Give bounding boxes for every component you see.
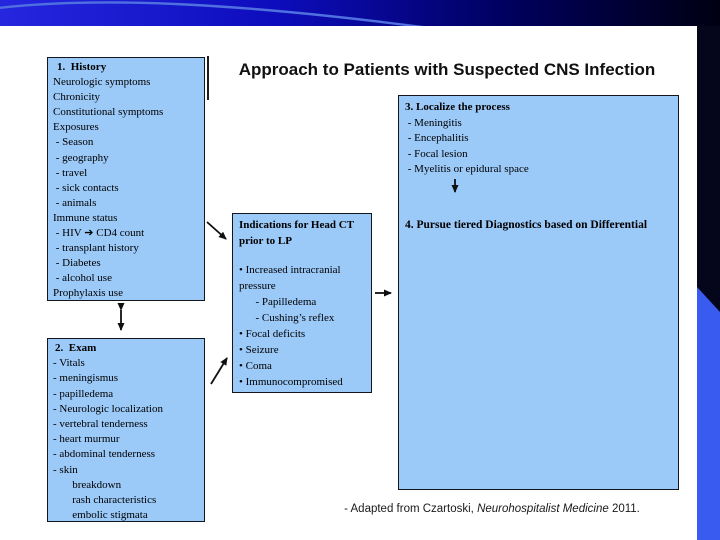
- head-ct-box-lines: • Increased intracranial pressure - Papil…: [239, 262, 368, 390]
- text-line: Immune status: [53, 211, 118, 224]
- text-line: - Focal lesion: [405, 147, 468, 160]
- text-line: - skin: [53, 463, 78, 476]
- text-line: Exposures: [53, 121, 99, 134]
- text-line: • Focal deficits: [239, 328, 306, 340]
- text-line: - Season: [53, 136, 94, 149]
- right-edge-stripe: [697, 0, 720, 540]
- text-line: - sick contacts: [53, 181, 119, 194]
- text-line: • Increased intracranial: [239, 264, 341, 276]
- text-line: - Meningitis: [405, 116, 462, 129]
- text-line: - Papilledema: [239, 296, 317, 308]
- page-title: Approach to Patients with Suspected CNS …: [238, 60, 656, 79]
- history-box-title: 1. History: [57, 61, 107, 73]
- text-line: - heart murmur: [53, 433, 120, 446]
- text-line: - meningismus: [53, 372, 119, 385]
- text-line: • Coma: [239, 360, 272, 372]
- text-line: - Diabetes: [53, 257, 101, 270]
- text-line: - travel: [53, 166, 88, 179]
- exam-to-ct-arrow: [210, 357, 228, 385]
- text-line: - transplant history: [53, 242, 139, 255]
- text-line: - papilledema: [53, 387, 114, 400]
- text-line: Constitutional symptoms: [53, 106, 164, 119]
- exam-box-lines: - Vitals - meningismus - papilledema - Neur…: [53, 356, 201, 523]
- head-ct-box-title: Indications for Head CT prior to LP: [239, 219, 354, 247]
- text-line: - vertebral tenderness: [53, 418, 148, 431]
- text-line: - Encephalitis: [405, 132, 469, 145]
- text-line: embolic stigmata: [53, 509, 148, 522]
- localize-diagnostics-box: 3. Localize the process - Meningitis - E…: [398, 95, 679, 490]
- text-line: - Myelitis or epidural space: [405, 163, 529, 176]
- text-line: - animals: [53, 196, 97, 209]
- localize-section-lines: - Meningitis - Encephalitis - Focal lesi…: [405, 116, 674, 178]
- text-line: Neurologic symptoms: [53, 76, 151, 89]
- text-line: pressure: [239, 280, 276, 292]
- banner-curve: [0, 1, 424, 26]
- text-line: - alcohol use: [53, 272, 112, 285]
- text-line: - HIV ➔ CD4 count: [53, 227, 145, 240]
- exam-box: 2. Exam - Vitals - meningismus - papillede…: [47, 338, 205, 522]
- text-line: • Immunocompromised: [239, 376, 343, 388]
- citation-source: Neurohospitalist Medicine: [477, 503, 609, 515]
- text-line: • Seizure: [239, 344, 279, 356]
- text-line: Prophylaxis use: [53, 287, 123, 300]
- head-ct-indications-box: Indications for Head CT prior to LP • In…: [232, 213, 372, 393]
- citation-prefix: - Adapted from Czartoski,: [344, 503, 478, 515]
- text-line: - Vitals: [53, 357, 85, 370]
- citation: - Adapted from Czartoski, Neurohospitali…: [312, 503, 672, 515]
- text-line: - Cushing’s reflex: [239, 312, 335, 324]
- text-line: - geography: [53, 151, 109, 164]
- text-line: - abdominal tenderness: [53, 448, 156, 461]
- title-divider-line: [207, 56, 209, 100]
- text-line: Chronicity: [53, 91, 101, 104]
- localize-section-title: 3. Localize the process: [405, 101, 510, 113]
- top-banner: [0, 0, 720, 26]
- right-stripe-diagonal: [697, 287, 720, 540]
- text-line: rash characteristics: [53, 494, 157, 507]
- diagnostics-heading: 4. Pursue tiered Diagnostics based on Di…: [405, 219, 648, 231]
- history-to-ct-arrow: [206, 221, 227, 240]
- text-line: - Neurologic localization: [53, 402, 163, 415]
- exam-box-title: 2. Exam: [55, 342, 97, 354]
- text-line: breakdown: [53, 478, 122, 491]
- citation-suffix: 2011.: [608, 503, 640, 515]
